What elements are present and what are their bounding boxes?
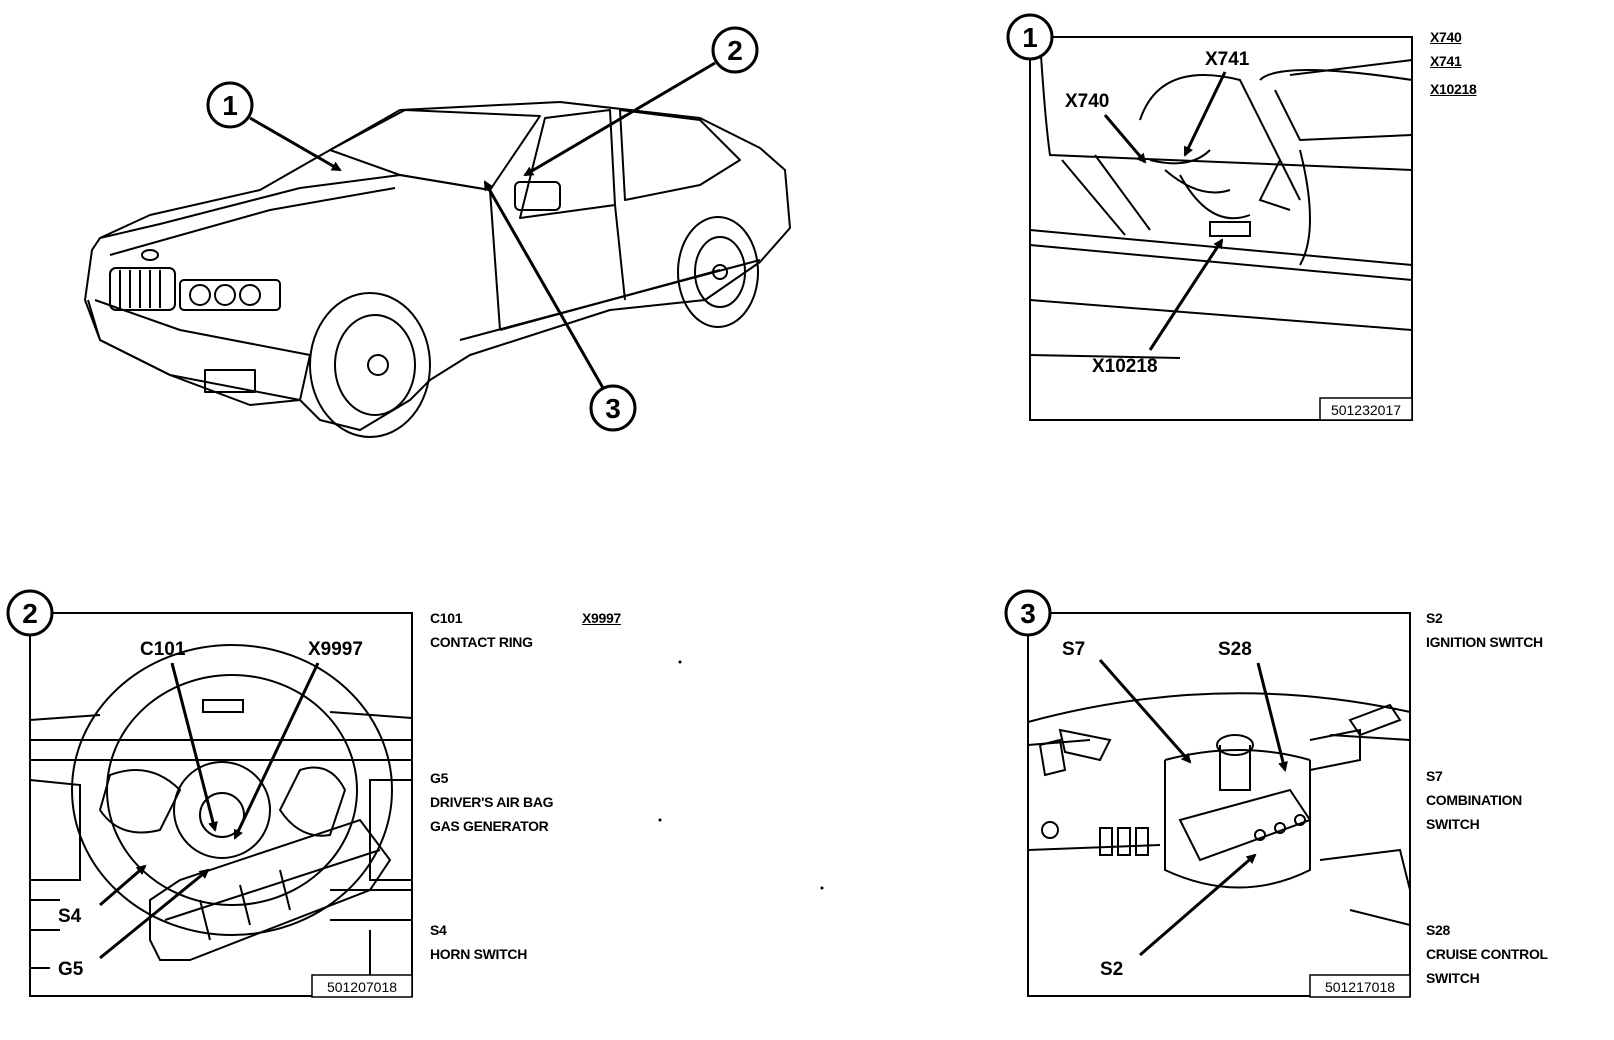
- svg-text:1: 1: [1022, 22, 1038, 53]
- svg-text:3: 3: [605, 393, 621, 424]
- legend-s28-desc-1: CRUISE CONTROL: [1426, 946, 1548, 962]
- legend-s7-desc-2: SWITCH: [1426, 816, 1480, 832]
- ref-number-2: 501207018: [327, 979, 397, 995]
- label-s7: S7: [1062, 639, 1085, 660]
- car-callout-2: 2: [523, 26, 759, 177]
- legend-c101-code: C101: [430, 610, 463, 626]
- panel-3-steering-column: 3 S7 S28 S2 501217018: [1004, 589, 1411, 998]
- ref-number-1: 501232017: [1331, 402, 1401, 418]
- svg-text:2: 2: [727, 35, 743, 66]
- legend-panel-1: X740 X741 X10218: [1430, 25, 1477, 101]
- label-x741: X741: [1205, 49, 1250, 70]
- legend-g5-desc-2: GAS GENERATOR: [430, 818, 549, 834]
- legend-s4-code: S4: [430, 922, 447, 938]
- legend-x741: X741: [1430, 53, 1462, 69]
- legend-x9997-code: X9997: [582, 610, 621, 626]
- label-g5: G5: [58, 959, 84, 980]
- legend-c101-desc: CONTACT RING: [430, 634, 533, 650]
- car-overview-illustration: [84, 101, 791, 438]
- legend-g5-desc-1: DRIVER'S AIR BAG: [430, 794, 554, 810]
- legend-panel-2-s4: S4 HORN SWITCH: [430, 918, 527, 966]
- panel-2-steering-wheel: 2 C101 X9997 S4 G5 501207018: [6, 589, 413, 998]
- panel-1-connectors: 1 X740 X741 X10218 501232017: [1006, 13, 1413, 421]
- label-x10218: X10218: [1092, 356, 1158, 377]
- legend-s7-code: S7: [1426, 768, 1443, 784]
- svg-text:3: 3: [1020, 598, 1036, 629]
- legend-x10218: X10218: [1430, 81, 1477, 97]
- legend-panel-3-s28: S28 CRUISE CONTROL SWITCH: [1426, 918, 1548, 990]
- legend-panel-2-c101: C101 CONTACT RING: [430, 606, 533, 654]
- legend-panel-3-s7: S7 COMBINATION SWITCH: [1426, 764, 1522, 836]
- label-s4: S4: [58, 906, 82, 927]
- legend-s2-code: S2: [1426, 610, 1443, 626]
- label-x740: X740: [1065, 91, 1109, 112]
- svg-text:2: 2: [22, 598, 38, 629]
- legend-g5-code: G5: [430, 770, 449, 786]
- legend-x740: X740: [1430, 29, 1462, 45]
- legend-s7-desc-1: COMBINATION: [1426, 792, 1522, 808]
- label-c101: C101: [140, 639, 186, 660]
- legend-panel-3-s2: S2 IGNITION SWITCH: [1426, 606, 1543, 654]
- legend-s28-desc-2: SWITCH: [1426, 970, 1480, 986]
- legend-s28-code: S28: [1426, 922, 1451, 938]
- legend-s2-desc: IGNITION SWITCH: [1426, 634, 1543, 650]
- legend-s4-desc: HORN SWITCH: [430, 946, 528, 962]
- legend-panel-2-g5: G5 DRIVER'S AIR BAG GAS GENERATOR: [430, 766, 554, 838]
- car-callout-3: 3: [483, 180, 637, 432]
- label-s28: S28: [1218, 639, 1252, 660]
- label-x9997: X9997: [308, 639, 363, 660]
- svg-text:1: 1: [222, 90, 238, 121]
- car-callout-1: 1: [206, 81, 342, 172]
- label-s2: S2: [1100, 959, 1123, 980]
- ref-number-3: 501217018: [1325, 979, 1395, 995]
